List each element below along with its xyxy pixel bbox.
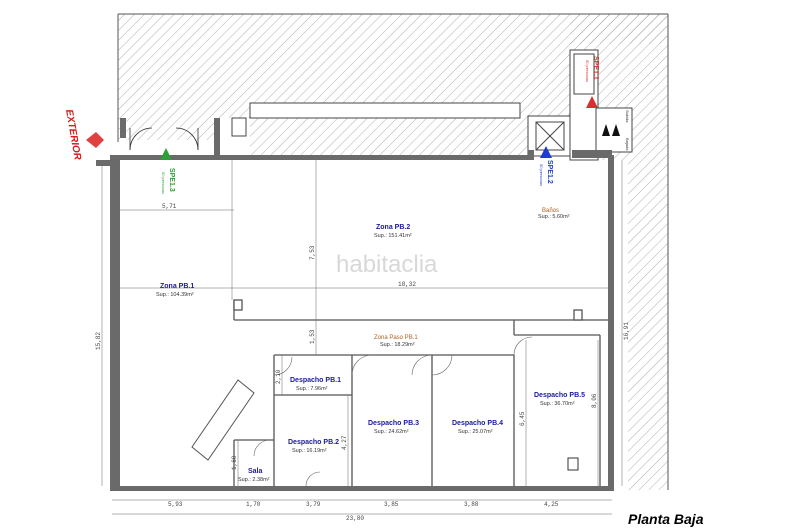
- svg-text:Baños: Baños: [542, 208, 559, 214]
- exit-marker-spe1-2: SPE1.2 50 personas: [539, 146, 553, 186]
- svg-text:Sala: Sala: [248, 468, 263, 475]
- dim-18-32: 18,32: [398, 281, 416, 288]
- dimension-labels: 5,71 18,32 7,53 15,82 16,91 1,53 2,10 4,…: [95, 203, 630, 522]
- svg-text:50 personas: 50 personas: [585, 60, 590, 82]
- blue-arrow-icon: [540, 146, 552, 158]
- room-zona-paso-pb1: Zona Paso PB.1 Sup.: 18.29m²: [374, 335, 418, 348]
- walls: [96, 118, 614, 491]
- svg-text:Sup.: 16.19m²: Sup.: 16.19m²: [292, 448, 327, 454]
- svg-text:Zona Paso PB.1: Zona Paso PB.1: [374, 335, 418, 341]
- svg-text:SPE1.2: SPE1.2: [546, 160, 553, 184]
- svg-text:50 personas: 50 personas: [161, 172, 166, 194]
- svg-text:Sup.: 36.70m²: Sup.: 36.70m²: [540, 401, 575, 407]
- svg-text:Despacho PB.5: Despacho PB.5: [534, 392, 585, 399]
- green-arrow-icon: [160, 148, 172, 160]
- dimension-lines: [101, 160, 623, 515]
- hatched-exterior-area: [117, 13, 669, 490]
- svg-text:Zona PB.2: Zona PB.2: [376, 224, 410, 231]
- stair-arrow-icon: [612, 124, 620, 136]
- dim-4-25: 4,25: [544, 501, 559, 508]
- entrance-door[interactable]: [129, 127, 199, 151]
- dim-3-79: 3,79: [306, 501, 321, 508]
- svg-text:Sup.: 104.39m²: Sup.: 104.39m²: [156, 292, 194, 298]
- svg-text:Despacho PB.1: Despacho PB.1: [290, 377, 341, 384]
- room-banos: Baños Sup.: 5.60m²: [538, 208, 570, 220]
- exterior-label: EXTERIOR: [63, 109, 104, 162]
- column: [567, 457, 579, 471]
- svg-text:Sup.: 7.96m²: Sup.: 7.96m²: [296, 386, 328, 392]
- red-arrow-icon: [586, 96, 598, 108]
- partitions: [233, 299, 608, 486]
- room-zona-pb2: Zona PB.2 Sup.: 151.41m²: [374, 224, 412, 239]
- svg-text:Sup.: 24.62m²: Sup.: 24.62m²: [374, 429, 409, 435]
- dim-1-70: 1,70: [246, 501, 261, 508]
- dim-23-80: 23,80: [346, 515, 364, 522]
- svg-text:SPE1.1: SPE1.1: [592, 56, 599, 80]
- room-despacho-pb1: Despacho PB.1 Sup.: 7.96m²: [290, 377, 341, 392]
- dim-1-53: 1,53: [309, 329, 316, 344]
- stair-arrow-icon: [602, 124, 610, 136]
- plan-title: Planta Baja: [628, 511, 704, 527]
- room-zona-pb1: Zona PB.1 Sup.: 104.39m²: [156, 283, 194, 298]
- svg-text:Despacho PB.4: Despacho PB.4: [452, 420, 503, 427]
- svg-text:Sup.: 151.41m²: Sup.: 151.41m²: [374, 233, 412, 239]
- exit-arrow-icon: [86, 132, 104, 148]
- watermark: habitaclia: [336, 251, 438, 278]
- room-sala: Sala Sup.: 2.38m²: [238, 468, 270, 483]
- svg-text:50 personas: 50 personas: [539, 164, 544, 186]
- dim-16-91: 16,91: [623, 322, 630, 340]
- exit-marker-spe1-3: SPE1.3 50 personas: [160, 148, 175, 194]
- dim-5-93: 5,93: [168, 501, 183, 508]
- exit-marker-spe1-1: SPE1.1 50 personas: [585, 56, 599, 108]
- room-despacho-pb2: Despacho PB.2 Sup.: 16.19m²: [288, 439, 339, 454]
- room-despacho-pb3: Despacho PB.3 Sup.: 24.62m²: [368, 420, 419, 435]
- dim-6-45: 6,45: [519, 411, 526, 426]
- svg-text:Zona PB.1: Zona PB.1: [160, 283, 194, 290]
- door-swings: [253, 336, 533, 487]
- dim-7-53: 7,53: [309, 245, 316, 260]
- dim-15-82: 15,82: [95, 332, 102, 350]
- room-labels: Zona PB.1 Sup.: 104.39m² Zona PB.2 Sup.:…: [156, 208, 585, 483]
- dim-3-88: 3,88: [464, 501, 479, 508]
- svg-text:Sup.: 18.29m²: Sup.: 18.29m²: [380, 342, 415, 348]
- svg-text:Bajada: Bajada: [625, 138, 630, 151]
- room-despacho-pb5: Despacho PB.5 Sup.: 36.70m²: [534, 392, 585, 407]
- dim-5-71: 5,71: [162, 203, 177, 210]
- furniture-table: [191, 379, 255, 461]
- dim-3-85: 3,85: [384, 501, 399, 508]
- svg-text:Subida: Subida: [625, 110, 630, 123]
- svg-text:SPE1.3: SPE1.3: [168, 168, 175, 192]
- dim-8-06: 8,06: [591, 393, 598, 408]
- svg-text:Sup.: 2.38m²: Sup.: 2.38m²: [238, 477, 270, 483]
- dim-1-60: 1,60: [231, 455, 238, 470]
- stairs: Subida Bajada: [602, 110, 630, 151]
- dim-2-10: 2,10: [275, 369, 282, 384]
- svg-text:Despacho PB.2: Despacho PB.2: [288, 439, 339, 446]
- dim-4-27: 4,27: [341, 435, 348, 450]
- room-despacho-pb4: Despacho PB.4 Sup.: 25.07m²: [452, 420, 503, 435]
- svg-text:Despacho PB.3: Despacho PB.3: [368, 420, 419, 427]
- svg-text:EXTERIOR: EXTERIOR: [63, 109, 83, 162]
- svg-text:Sup.: 5.60m²: Sup.: 5.60m²: [538, 214, 570, 220]
- svg-text:Sup.: 25.07m²: Sup.: 25.07m²: [458, 429, 493, 435]
